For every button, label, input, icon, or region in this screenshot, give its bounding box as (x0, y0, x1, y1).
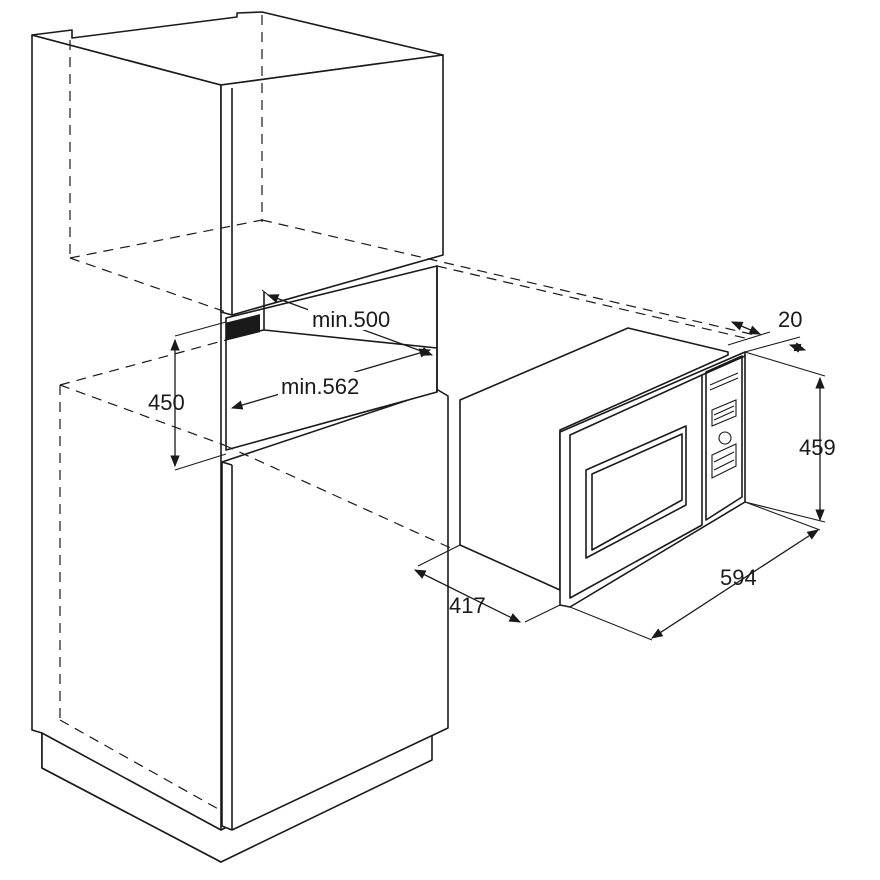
cabinet-plinth (41, 724, 433, 863)
label-niche-height: 450 (148, 390, 185, 415)
dimension-labels: min.500 min.562 450 20 459 594 417 (148, 304, 836, 618)
label-appliance-width: 594 (720, 565, 757, 590)
control-panel (701, 355, 746, 521)
cabinet-upper-panel (220, 54, 444, 316)
appliance-body (459, 327, 729, 591)
label-niche-width: min.562 (281, 374, 359, 399)
appliance-window-outer (585, 425, 687, 559)
label-niche-depth: min.500 (312, 307, 390, 332)
cabinet-left-side (31, 34, 222, 863)
appliance-window-inner (591, 433, 683, 551)
dim-line-appliance-width (651, 529, 819, 639)
cabinet-lower-door (221, 389, 449, 831)
built-in-appliance (459, 327, 746, 608)
label-appliance-depth: 417 (449, 593, 486, 618)
ventilation-slot (226, 314, 260, 341)
control-knob-icon (718, 431, 732, 445)
label-frame-thickness: 20 (778, 307, 802, 332)
dim-line-appliance-depth (413, 569, 522, 623)
dim-line-frame (730, 321, 762, 335)
label-appliance-height: 459 (799, 435, 836, 460)
hidden-lines (59, 15, 756, 811)
tall-cabinet (31, 11, 449, 863)
